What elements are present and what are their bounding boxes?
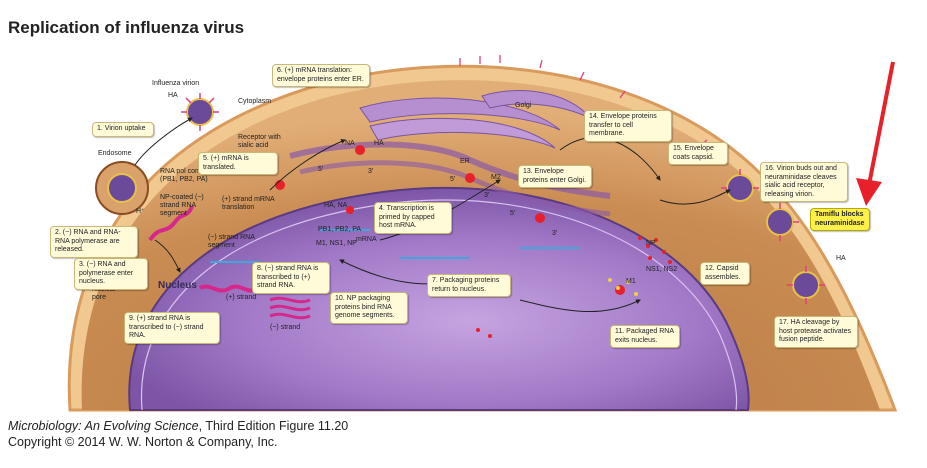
step-6-callout: 6. (+) mRNA translation: envelope protei… <box>272 64 370 87</box>
label-endosome: Endosome <box>98 150 132 157</box>
label-m1: M1 <box>626 278 636 285</box>
step-7-callout: 7. Packaging proteins return to nucleus. <box>427 274 511 297</box>
caption-edition: , Third Edition Figure 11.20 <box>198 419 349 433</box>
label-ha-right: HA <box>836 255 846 262</box>
label-5prime-1: 5′ <box>318 166 324 173</box>
er-membrane <box>289 141 611 199</box>
label-minus-strand: (−) strand <box>270 324 301 331</box>
label-nuclear-pore: Nuclear pore <box>92 286 117 301</box>
label-m1ns1np: M1, NS1, NP <box>316 240 357 247</box>
label-receptor: Receptor with sialic acid <box>238 134 281 149</box>
label-influenza-virion: Influenza virion <box>152 80 200 87</box>
label-ha-mid: HA <box>374 140 384 147</box>
label-5prime-2: 5′ <box>450 176 456 183</box>
label-plus-mrna: (+) strand mRNA translation <box>222 196 275 211</box>
plus-strand-rna <box>198 284 260 293</box>
process-arrows <box>134 117 731 313</box>
label-rna-pol: RNA pol components (PB1, PB2, PA) <box>160 168 226 183</box>
step-2-callout: 2. (−) RNA and RNA-RNA polymerase are re… <box>50 226 138 258</box>
step-13-callout: 13. Envelope proteins enter Golgi. <box>518 165 592 188</box>
np-proteins <box>476 236 672 338</box>
budding-virions <box>721 169 825 304</box>
golgi-stack <box>359 97 561 131</box>
label-h-plus: H⁺ <box>136 208 145 215</box>
label-plus-strand: (+) strand <box>226 294 257 301</box>
label-3prime-3: 3′ <box>552 230 558 237</box>
label-ns1ns2: NS1, NS2 <box>646 266 678 273</box>
step-16-callout: 16. Virion buds out and neuraminidase cl… <box>760 162 848 202</box>
label-nucleus: Nucleus <box>158 280 197 291</box>
caption-book-title: Microbiology: An Evolving Science <box>8 419 199 433</box>
tamiflu-callout: Tamiflu blocks neuraminidase <box>810 208 870 231</box>
m1-proteins <box>608 278 638 296</box>
label-3prime-1: 3′ <box>368 168 374 175</box>
step-3-callout: 3. (−) RNA and polymerase enter nucleus. <box>74 258 148 290</box>
tamiflu-arrow <box>856 61 895 206</box>
label-na: NA <box>345 140 355 147</box>
label-er: ER <box>460 158 470 165</box>
label-np: NP <box>646 240 656 247</box>
label-pb: PB1, PB2, PA <box>318 226 362 233</box>
label-minus-seg: (−) strand RNA segment <box>208 234 255 249</box>
caption-copyright: Copyright © 2014 W. W. Norton & Company,… <box>8 435 278 449</box>
label-golgi: Golgi <box>515 102 532 109</box>
step-15-callout: 15. Envelope coats capsid. <box>668 142 728 165</box>
minus-rna-segment <box>148 205 194 242</box>
label-np-coated: NP-coated (−) strand RNA segment <box>160 194 204 217</box>
step-5-callout: 5. (+) mRNA is translated. <box>198 152 278 175</box>
label-ha-top: HA <box>168 92 178 99</box>
label-3prime-2: 3′ <box>484 192 490 199</box>
label-cytoplasm: Cytoplasm <box>238 98 272 105</box>
step-8-callout: 8. (−) strand RNA is transcribed to (+) … <box>252 262 330 294</box>
step-4-callout: 4. Transcription is primed by capped hos… <box>374 202 452 234</box>
step-11-callout: 11. Packaged RNA exits nucleus. <box>610 325 680 348</box>
step-9-callout: 9. (+) strand RNA is transcribed to (−) … <box>124 312 220 344</box>
figure-title: Replication of influenza virus <box>8 18 245 37</box>
step-10-callout: 10. NP packaging proteins bind RNA genom… <box>330 292 408 324</box>
label-mrna: mRNA <box>356 236 377 243</box>
label-ha-na: HA, NA <box>324 202 348 209</box>
mrna-strands <box>210 229 580 263</box>
step-14-callout: 14. Envelope proteins transfer to cell m… <box>584 110 672 142</box>
step-1-callout: 1. Virion uptake <box>92 122 154 137</box>
label-5prime-3: 5′ <box>510 210 516 217</box>
step-17-callout: 17. HA cleavage by host protease activat… <box>774 316 858 348</box>
nuclear-envelope <box>140 199 738 411</box>
minus-strand-rna-stack <box>269 296 311 320</box>
figure-caption: Microbiology: An Evolving Science, Third… <box>8 418 348 450</box>
label-m2: M2 <box>491 174 501 181</box>
step-12-callout: 12. Capsid assembles. <box>700 262 750 285</box>
